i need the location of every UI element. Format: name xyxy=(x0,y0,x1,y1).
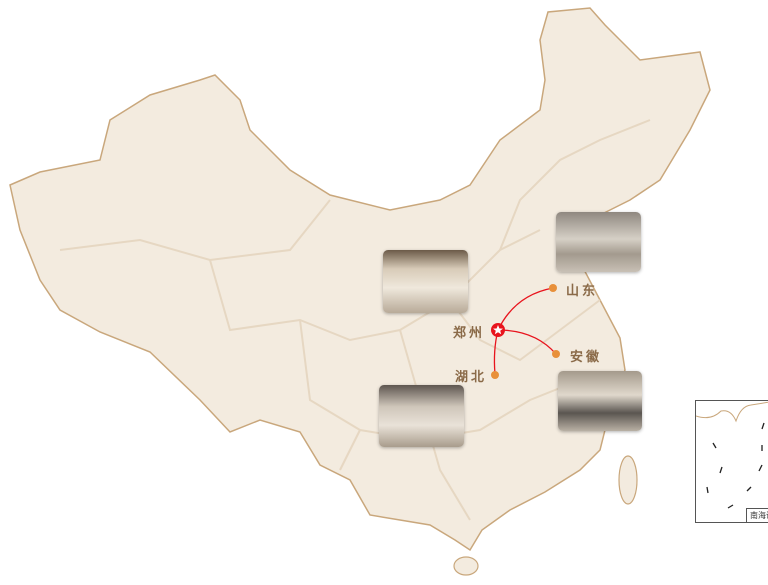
inset-coast xyxy=(696,401,768,423)
south-china-sea-inset: 南海诸岛 xyxy=(695,400,768,523)
dot-shandong[interactable] xyxy=(549,284,557,292)
star-icon xyxy=(493,325,503,335)
label-hubei: 湖北 xyxy=(455,370,488,385)
inset-svg xyxy=(696,401,768,509)
showroom-photo-shandong[interactable] xyxy=(556,212,641,272)
dot-hubei[interactable] xyxy=(491,371,499,379)
dot-anhui[interactable] xyxy=(552,350,560,358)
route-shandong xyxy=(497,287,554,331)
showroom-photo-anhui[interactable] xyxy=(558,371,642,431)
province-borders xyxy=(59,119,651,521)
label-shandong: 山东 xyxy=(566,284,599,299)
china-outline xyxy=(9,7,711,552)
inset-boundary-dashes xyxy=(706,422,765,509)
taiwan xyxy=(618,455,638,505)
hub-label: 郑州 xyxy=(453,326,486,341)
showroom-photo-hubei[interactable] xyxy=(379,385,464,447)
showroom-photo-henan[interactable] xyxy=(383,250,468,313)
inset-label: 南海诸岛 xyxy=(746,508,768,523)
label-anhui: 安徽 xyxy=(570,350,603,365)
hainan xyxy=(453,556,479,576)
